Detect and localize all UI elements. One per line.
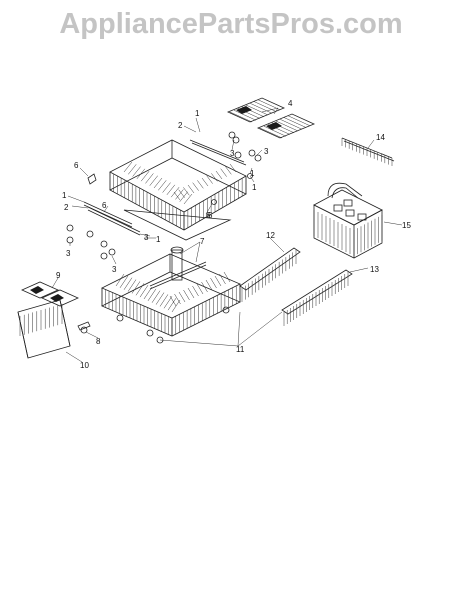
- callout-1: 1: [250, 169, 255, 178]
- callout-11: 11: [236, 345, 245, 354]
- spray-tube: [149, 246, 207, 290]
- callout-3: 3: [144, 233, 149, 242]
- callout-7: 7: [200, 237, 205, 246]
- callout-6: 6: [102, 201, 107, 210]
- callout-6: 6: [206, 211, 211, 220]
- cup-shelf-assembly: [226, 97, 316, 139]
- rack-frame: [17, 299, 71, 359]
- tine-row-right: [281, 269, 353, 326]
- callout-4: 4: [288, 99, 293, 108]
- callout-1: 1: [62, 191, 67, 200]
- callout-3: 3: [230, 149, 235, 158]
- callout-9: 9: [56, 271, 61, 280]
- callout-3: 3: [112, 265, 117, 274]
- lower-rack: [101, 253, 241, 344]
- callout-3: 3: [264, 147, 269, 156]
- upper-rack-rail: [189, 139, 247, 166]
- callout-8: 8: [96, 337, 101, 346]
- left-cup-shelf: [21, 281, 79, 307]
- leader-lines: [51, 107, 403, 363]
- callout-1: 1: [252, 183, 257, 192]
- watermark: AppliancePartsPros.com: [59, 8, 403, 40]
- tine-row-left: [239, 247, 301, 302]
- callout-15: 15: [402, 221, 411, 230]
- left-slide-rail: [83, 201, 141, 236]
- callout-1: 1: [156, 235, 161, 244]
- callout-13: 13: [370, 265, 379, 274]
- callout-12: 12: [266, 231, 275, 240]
- callout-2: 2: [64, 203, 69, 212]
- callout-3: 3: [66, 249, 71, 258]
- silverware-basket: [313, 182, 383, 259]
- callout-10: 10: [80, 361, 89, 370]
- callout-1: 1: [195, 109, 200, 118]
- callout-14: 14: [376, 133, 385, 142]
- callout-2: 2: [178, 121, 183, 130]
- callout-labels: 1 2 3 3 1 1 4 14 6 6 1 2 6 5 3 3 1 3 7 1…: [56, 99, 411, 370]
- tine-strip: [341, 137, 395, 166]
- callout-6: 6: [74, 161, 79, 170]
- callout-5: 5: [208, 211, 213, 220]
- upper-rack: [109, 139, 247, 241]
